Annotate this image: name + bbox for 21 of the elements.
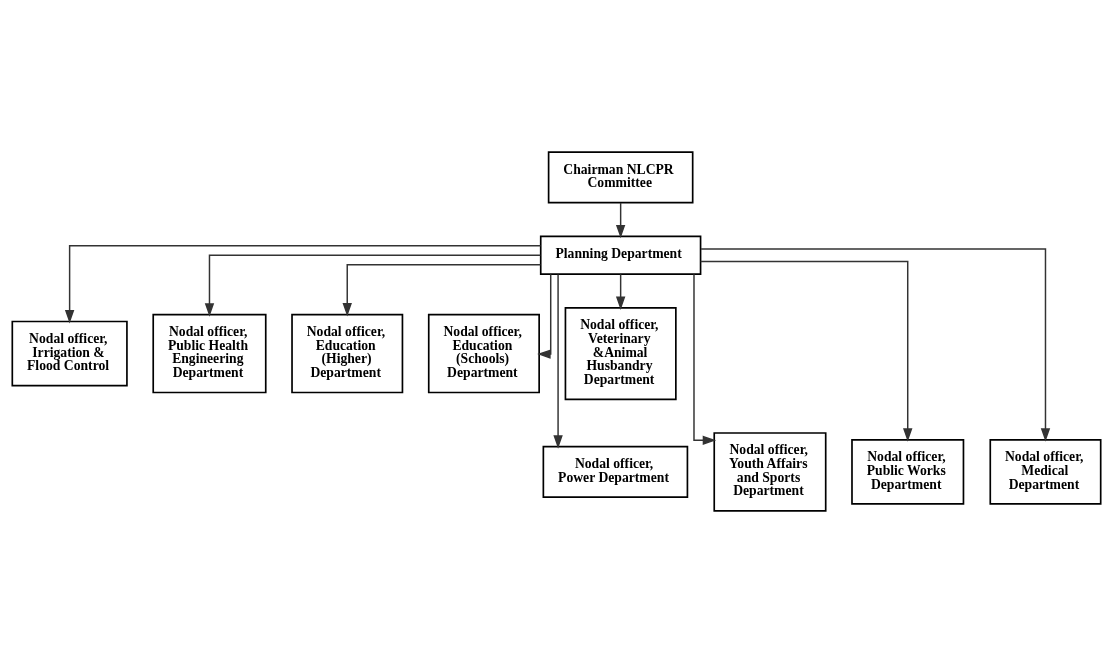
node-box: Chairman NLCPR Committee xyxy=(547,150,694,203)
arrow xyxy=(699,260,913,442)
node-box: Nodal officer, Medical Department xyxy=(989,438,1102,505)
arrow xyxy=(64,244,542,323)
arrow xyxy=(615,201,626,238)
node-box: Nodal officer, Veterinary &Animal Husbandry Department xyxy=(564,306,677,400)
node-box: Nodal officer, Education (Higher) Department xyxy=(291,313,404,393)
arrow xyxy=(615,273,626,310)
node-box: Nodal officer, Public Health Engineering Department xyxy=(152,313,267,393)
node-box: Planning Department xyxy=(539,235,702,275)
arrow xyxy=(537,273,552,359)
node-box: Nodal officer, Youth Affairs and Sports Department xyxy=(713,431,827,512)
arrow xyxy=(342,263,542,317)
arrow xyxy=(553,273,563,449)
arrow xyxy=(693,273,717,445)
node-box: Nodal officer, Irrigation & Flood Control xyxy=(11,320,128,386)
node-box: Nodal officer, Power Department xyxy=(542,445,689,498)
arrow xyxy=(700,247,1051,442)
arrow xyxy=(204,254,542,317)
node-box: Nodal officer, Education (Schools) Department xyxy=(427,313,540,393)
node-box: Nodal officer, Public Works Department xyxy=(851,438,965,505)
